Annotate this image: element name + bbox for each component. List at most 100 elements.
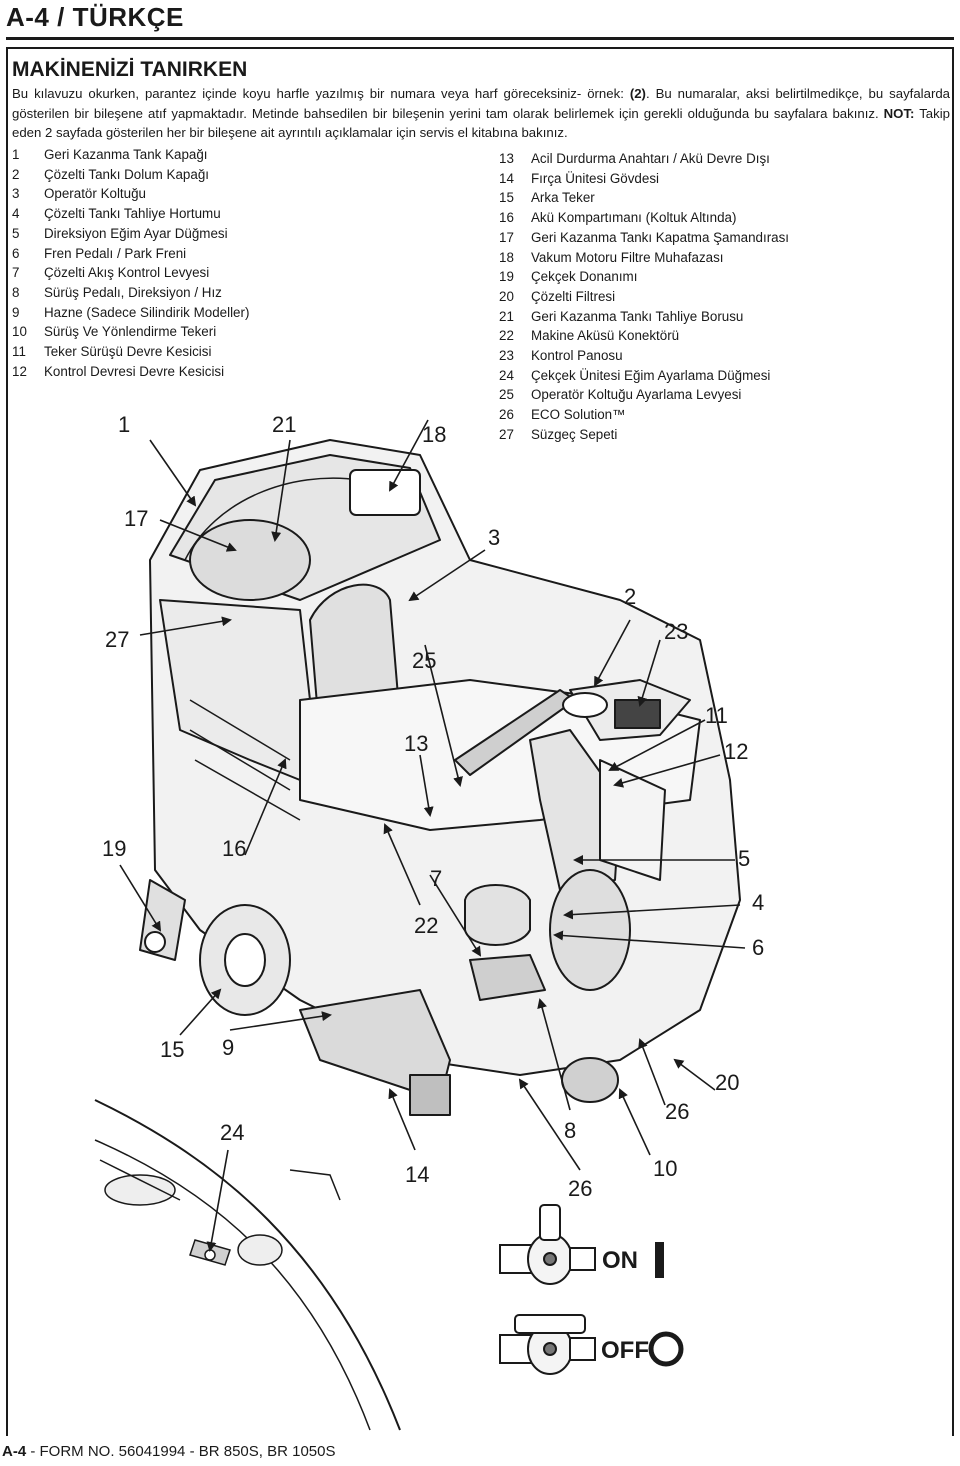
item-label: Süzgeç Sepeti (531, 426, 618, 442)
item-label: Makine Aküsü Konektörü (531, 328, 680, 344)
list-item: 25 Operatör Koltuğu Ayarlama Levyesi (499, 385, 789, 405)
item-number: 1 (12, 147, 20, 162)
item-number: 6 (12, 245, 20, 261)
item-label: Acil Durdurma Anahtarı / Akü Devre Dışı (531, 151, 770, 166)
list-item: 7 Çözelti Akış Kontrol Levyesi (12, 263, 249, 283)
callout-1: 1 (118, 412, 130, 437)
callout-24: 24 (220, 1120, 244, 1145)
machine-illustration: 1 21 18 17 3 2 27 23 25 11 13 12 19 16 5… (94, 412, 764, 1431)
callout-21: 21 (272, 412, 296, 437)
item-number: 26 (499, 407, 514, 423)
callout-15: 15 (160, 1037, 184, 1062)
footer-form-text: - FORM NO. 56041994 - BR 850S, BR 1050S (26, 1443, 336, 1460)
item-number: 19 (499, 269, 514, 285)
item-number: 10 (12, 324, 27, 340)
item-number: 24 (499, 367, 514, 383)
item-number: 25 (499, 387, 514, 403)
item-label: Sürüş Ve Yönlendirme Tekeri (44, 324, 217, 340)
list-item: 10 Sürüş Ve Yönlendirme Tekeri (12, 322, 249, 342)
callout-23: 23 (664, 619, 688, 644)
valve-off-label: OFF (601, 1337, 649, 1364)
item-label: Arka Teker (531, 190, 595, 206)
callout-20: 20 (715, 1070, 739, 1095)
callout-14: 14 (405, 1162, 429, 1187)
list-item: 21 Geri Kazanma Tankı Tahliye Borusu (499, 307, 789, 327)
item-label: Geri Kazanma Tank Kapağı (44, 147, 208, 162)
intro-text-1: Bu kılavuzu okurken, parantez içinde koy… (12, 86, 630, 101)
item-label: Çözelti Akış Kontrol Levyesi (44, 265, 210, 281)
item-number: 18 (499, 249, 514, 265)
callout-10: 10 (653, 1156, 677, 1181)
list-item: 5 Direksiyon Eğim Ayar Düğmesi (12, 224, 249, 244)
item-label: Sürüş Pedalı, Direksiyon / Hız (44, 284, 222, 300)
callout-12: 12 (724, 739, 748, 764)
item-number: 4 (12, 206, 20, 222)
callout-17: 17 (124, 506, 148, 531)
list-item: 3 Operatör Koltuğu (12, 184, 249, 204)
callout-26: 26 (665, 1099, 689, 1124)
callout-6: 6 (752, 935, 764, 960)
callout-16: 16 (222, 836, 246, 861)
squeegee-detail-inset (94, 1099, 401, 1431)
item-label: Fırça Ünitesi Gövdesi (531, 170, 659, 186)
callout-25: 25 (412, 648, 436, 673)
item-number: 27 (499, 426, 514, 442)
title-rule (6, 37, 954, 40)
item-number: 5 (12, 225, 20, 241)
callout-5: 5 (738, 846, 750, 871)
item-label: Fren Pedalı / Park Freni (44, 245, 187, 261)
item-label: Operatör Koltuğu Ayarlama Levyesi (531, 387, 742, 403)
callout-7: 7 (430, 866, 442, 891)
scrubber-machine-drawing (139, 439, 741, 1116)
list-item: 15 Arka Teker (499, 188, 789, 208)
callout-26-valve: 26 (568, 1176, 592, 1201)
item-label: Geri Kazanma Tankı Tahliye Borusu (531, 308, 744, 324)
callout-3: 3 (488, 525, 500, 550)
item-number: 11 (12, 344, 26, 360)
list-item: 12 Kontrol Devresi Devre Kesicisi (12, 362, 249, 382)
list-item: 27 Süzgeç Sepeti (499, 425, 789, 445)
item-label: Kontrol Panosu (531, 348, 623, 364)
intro-paragraph: Bu kılavuzu okurken, parantez içinde koy… (12, 84, 950, 143)
list-item: 9 Hazne (Sadece Silindirik Modeller) (12, 303, 249, 323)
note-label: NOT: (883, 105, 915, 121)
item-label: Çekçek Ünitesi Eğim Ayarlama Düğmesi (531, 367, 771, 383)
item-number: 3 (12, 186, 20, 202)
item-number: 9 (12, 304, 20, 320)
item-number: 17 (499, 229, 514, 245)
item-label: Teker Sürüşü Devre Kesicisi (44, 344, 212, 360)
list-item: 17 Geri Kazanma Tankı Kapatma Şamandırası (499, 228, 789, 248)
footer-page-ref: A-4 (2, 1443, 27, 1460)
item-number: 12 (12, 363, 27, 379)
item-number: 16 (499, 210, 514, 226)
item-number: 21 (499, 308, 514, 324)
item-label: Çözelti Tankı Dolum Kapağı (44, 166, 209, 182)
item-label: Çözelti Filtresi (531, 288, 616, 304)
item-label: Kontrol Devresi Devre Kesicisi (44, 363, 225, 379)
item-label: Operatör Koltuğu (44, 186, 146, 202)
page-footer: A-4 - FORM NO. 56041994 - BR 850S, BR 10… (2, 1443, 335, 1460)
item-number: 7 (12, 265, 20, 281)
section-title: MAKİNENİZİ TANIRKEN (12, 58, 248, 81)
item-number: 15 (499, 190, 514, 206)
intro-text-2: . Bu numaralar, aksi belirtilmedikçe, bu… (12, 86, 950, 121)
item-label: Hazne (Sadece Silindirik Modeller) (44, 304, 250, 320)
intro-text-3: Takip eden 2 sayfada gösterilen her bir … (12, 105, 950, 141)
callout-27: 27 (105, 627, 129, 652)
callout-13: 13 (404, 731, 428, 756)
intro-example-number: (2) (629, 86, 646, 101)
item-label: Geri Kazanma Tankı Kapatma Şamandırası (531, 229, 790, 245)
item-label: Direksiyon Eğim Ayar Düğmesi (44, 225, 228, 241)
valve-on-illustration (499, 1204, 664, 1285)
